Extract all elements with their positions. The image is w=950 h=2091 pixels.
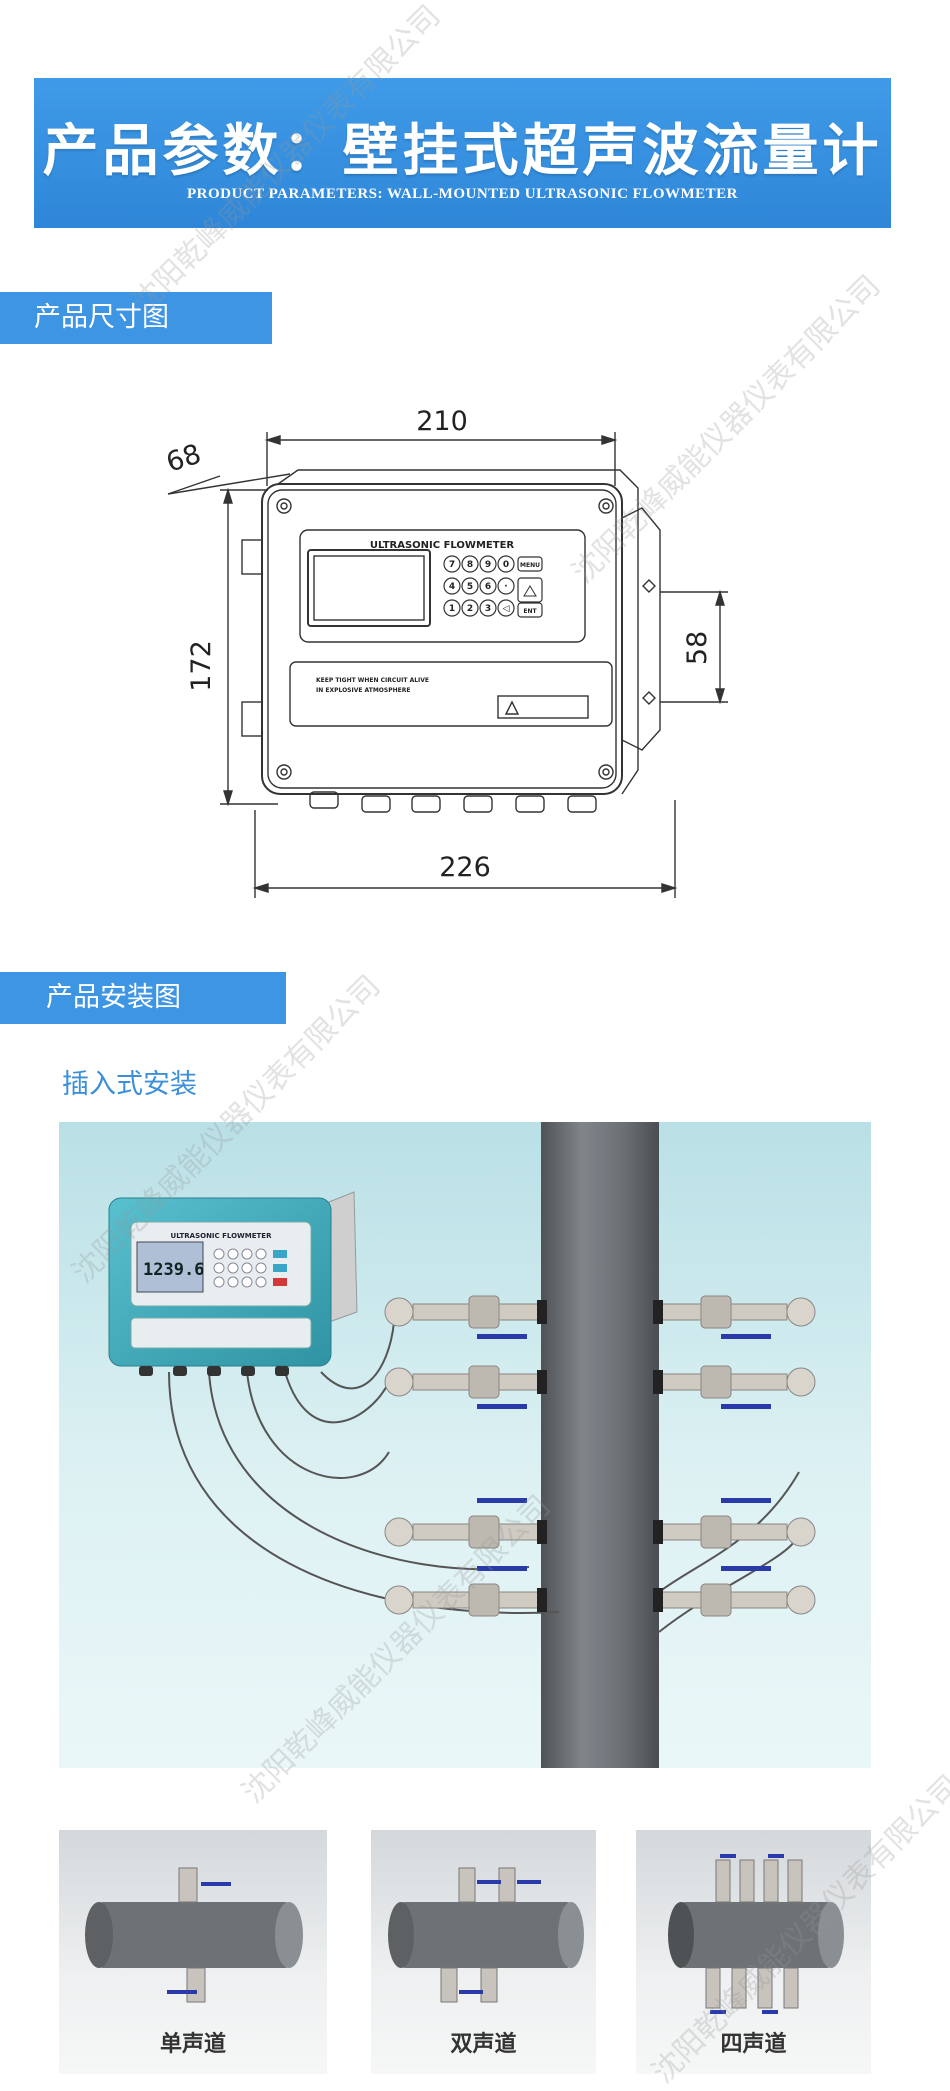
key-2: 2 [467,604,473,614]
transducer-group-right [653,1295,816,1617]
key-back: ◁ [503,604,510,614]
meter-device-name: ULTRASONIC FLOWMETER [171,1232,273,1240]
thumb-label: 单声道 [159,2032,226,2057]
section-tag-dimensions: 产品尺寸图 [0,292,272,344]
page-subtitle: PRODUCT PARAMETERS: WALL-MOUNTED ULTRASO… [186,186,738,202]
key-4: 4 [449,582,455,592]
dim-width-top: 210 [416,406,468,437]
key-1: 1 [449,604,455,614]
thumb-quad-channel: 四声道 [636,1830,871,2074]
key-8: 8 [467,560,473,570]
dimension-drawing: 7 8 9 0 MENU 4 5 6 · 1 2 3 ◁ ENT ULTRASO… [163,406,728,898]
key-6: 6 [485,582,491,592]
section-tag-label: 产品安装图 [46,982,181,1013]
key-enter: ENT [523,608,537,615]
transducer-group-left [384,1295,547,1617]
installation-photo: 1239.6 ULTRASONIC FLOWMETER [59,1122,871,1768]
key-5: 5 [467,582,473,592]
warning-line-1: KEEP TIGHT WHEN CIRCUIT ALIVE [316,677,429,684]
key-menu: MENU [520,562,540,569]
key-dot: · [504,582,507,592]
key-9: 9 [485,560,491,570]
thumb-single-channel: 单声道 [59,1830,327,2074]
thumb-label: 双声道 [450,2032,517,2057]
section-tag-label: 产品尺寸图 [34,302,169,333]
meter-display-value: 1239.6 [143,1260,204,1280]
dim-bracket: 58 [682,631,713,665]
dim-height: 172 [186,640,217,692]
key-7: 7 [449,560,455,570]
page-title: 产品参数：壁挂式超声波流量计 [42,119,883,184]
flowmeter-device: 1239.6 ULTRASONIC FLOWMETER [108,1191,358,1376]
device-name: ULTRASONIC FLOWMETER [370,540,515,551]
thumb-label: 四声道 [720,2032,787,2057]
key-3: 3 [485,604,491,614]
header-banner: 产品参数：壁挂式超声波流量计 PRODUCT PARAMETERS: WALL-… [34,78,891,228]
dim-width-bottom: 226 [439,852,491,883]
thumb-dual-channel: 双声道 [371,1830,596,2074]
dim-depth: 68 [163,439,205,479]
warning-line-2: IN EXPLOSIVE ATMOSPHERE [316,687,410,694]
pipe [541,1122,659,1768]
install-method-label: 插入式安装 [62,1069,197,1100]
section-tag-installation: 产品安装图 [0,972,286,1024]
key-0: 0 [503,560,509,570]
up-arrow-icon [523,585,537,597]
